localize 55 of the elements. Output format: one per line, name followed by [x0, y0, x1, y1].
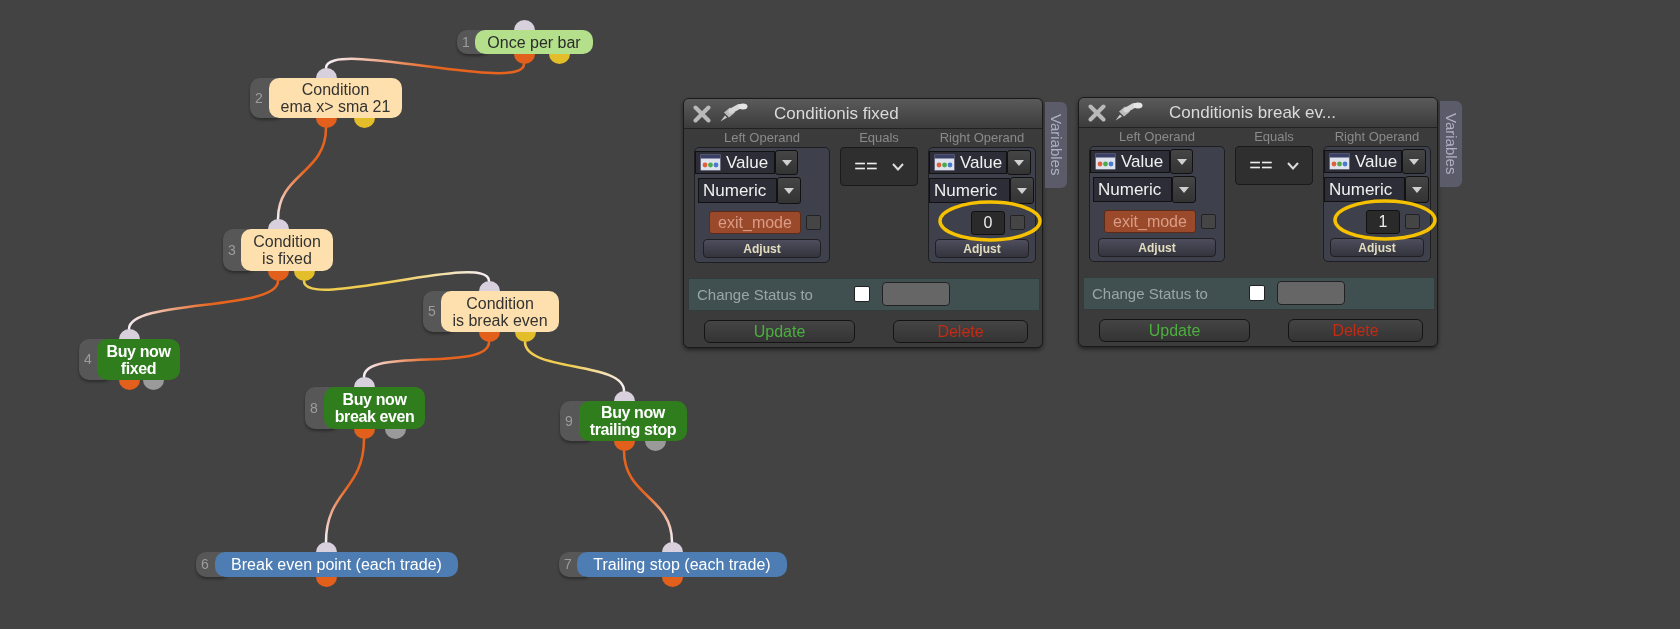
type-dropdown: Numeric: [1324, 177, 1405, 202]
group-heading: Left Operand: [1119, 128, 1195, 146]
update-button: Update: [704, 320, 855, 343]
dialog-title: Conditionis fixed: [774, 103, 899, 125]
type-dropdown: Value: [695, 151, 775, 174]
type-dropdown: Numeric: [698, 178, 777, 203]
group-heading: Equals: [859, 129, 899, 147]
trigger-block: Once per bar: [475, 30, 593, 54]
indicator-block: Trailing stop (each trade): [577, 552, 787, 577]
connector-line: [324, 437, 366, 544]
dialog-panel: [1078, 97, 1438, 347]
dialog-title: Conditionis break ev...: [1169, 102, 1336, 124]
update-button: Update: [1099, 319, 1250, 342]
connector-line: [523, 340, 626, 393]
connector-line: [127, 279, 280, 331]
indicator-block: Break even point (each trade): [215, 552, 458, 577]
status-row: [1083, 277, 1435, 310]
adjust-button: Adjust: [1098, 238, 1216, 257]
type-dropdown: Value: [1090, 150, 1170, 173]
type-dropdown: Numeric: [929, 178, 1010, 203]
adjust-button: Adjust: [703, 239, 821, 258]
condition-block: Condition ema x> sma 21: [269, 78, 402, 118]
connector-line: [302, 271, 491, 291]
status-label: Change Status to: [1092, 284, 1208, 304]
dialog-panel: [683, 98, 1043, 348]
variable-field: exit_mode: [1104, 210, 1196, 233]
connector-line: [622, 449, 674, 544]
group-heading: Right Operand: [939, 129, 1025, 147]
type-dropdown: Numeric: [1093, 177, 1172, 202]
connector-line: [324, 57, 526, 75]
status-row: [688, 278, 1040, 311]
delete-button: Delete: [893, 320, 1028, 343]
type-dropdown: Value: [1324, 150, 1402, 173]
operator-dropdown: ==: [1235, 146, 1313, 185]
group-heading: Left Operand: [724, 129, 800, 147]
group-heading: Right Operand: [1334, 128, 1420, 146]
condition-block: Condition is fixed: [241, 229, 333, 271]
connector-line: [276, 126, 328, 221]
condition-block: Condition is break even: [441, 291, 559, 332]
action-block: Buy now break even: [324, 387, 425, 429]
adjust-button: Adjust: [1330, 238, 1424, 257]
value-field: 0: [971, 211, 1005, 235]
operator-dropdown: ==: [840, 147, 918, 186]
action-block: Buy now trailing stop: [579, 401, 687, 441]
variable-field: exit_mode: [709, 211, 801, 234]
side-tab: Variables: [1440, 101, 1462, 187]
side-tab: Variables: [1045, 102, 1067, 188]
adjust-button: Adjust: [935, 239, 1029, 258]
status-label: Change Status to: [697, 285, 813, 305]
delete-button: Delete: [1288, 319, 1423, 342]
connector-line: [362, 340, 491, 379]
group-heading: Equals: [1254, 128, 1294, 146]
value-field: 1: [1366, 210, 1400, 234]
type-dropdown: Value: [929, 151, 1007, 174]
action-block: Buy now fixed: [97, 339, 180, 380]
